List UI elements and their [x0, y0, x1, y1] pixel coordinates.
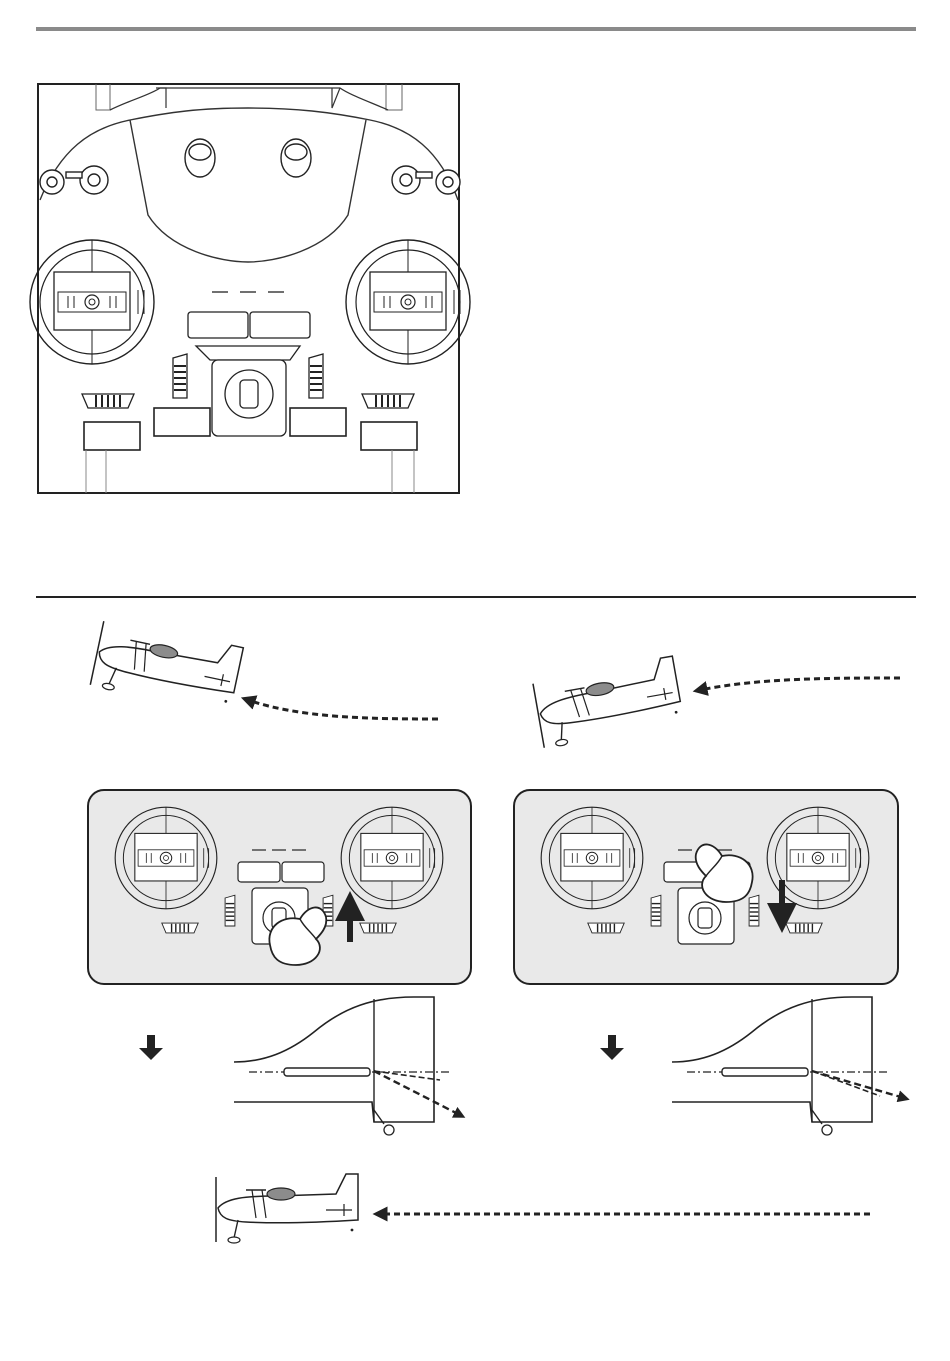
nose-down-airplane [532, 656, 684, 749]
nose-up-airplane [90, 618, 243, 715]
level-airplane [216, 1174, 358, 1243]
result-down-arrow-right [600, 1035, 624, 1060]
controller-panel-left [88, 790, 471, 984]
label-box-4 [361, 422, 417, 450]
transmitter-front-panel [30, 84, 470, 493]
label-box-3 [290, 408, 346, 436]
elevator-deflected-up [672, 997, 904, 1135]
result-down-arrow-left [139, 1035, 163, 1060]
label-box-1 [84, 422, 140, 450]
label-box-2 [154, 408, 210, 436]
elevator-deflected-down [234, 997, 460, 1135]
controller-panel-right [514, 790, 898, 984]
dotted-arrow-left [248, 700, 438, 719]
dotted-arrow-left [700, 678, 900, 690]
